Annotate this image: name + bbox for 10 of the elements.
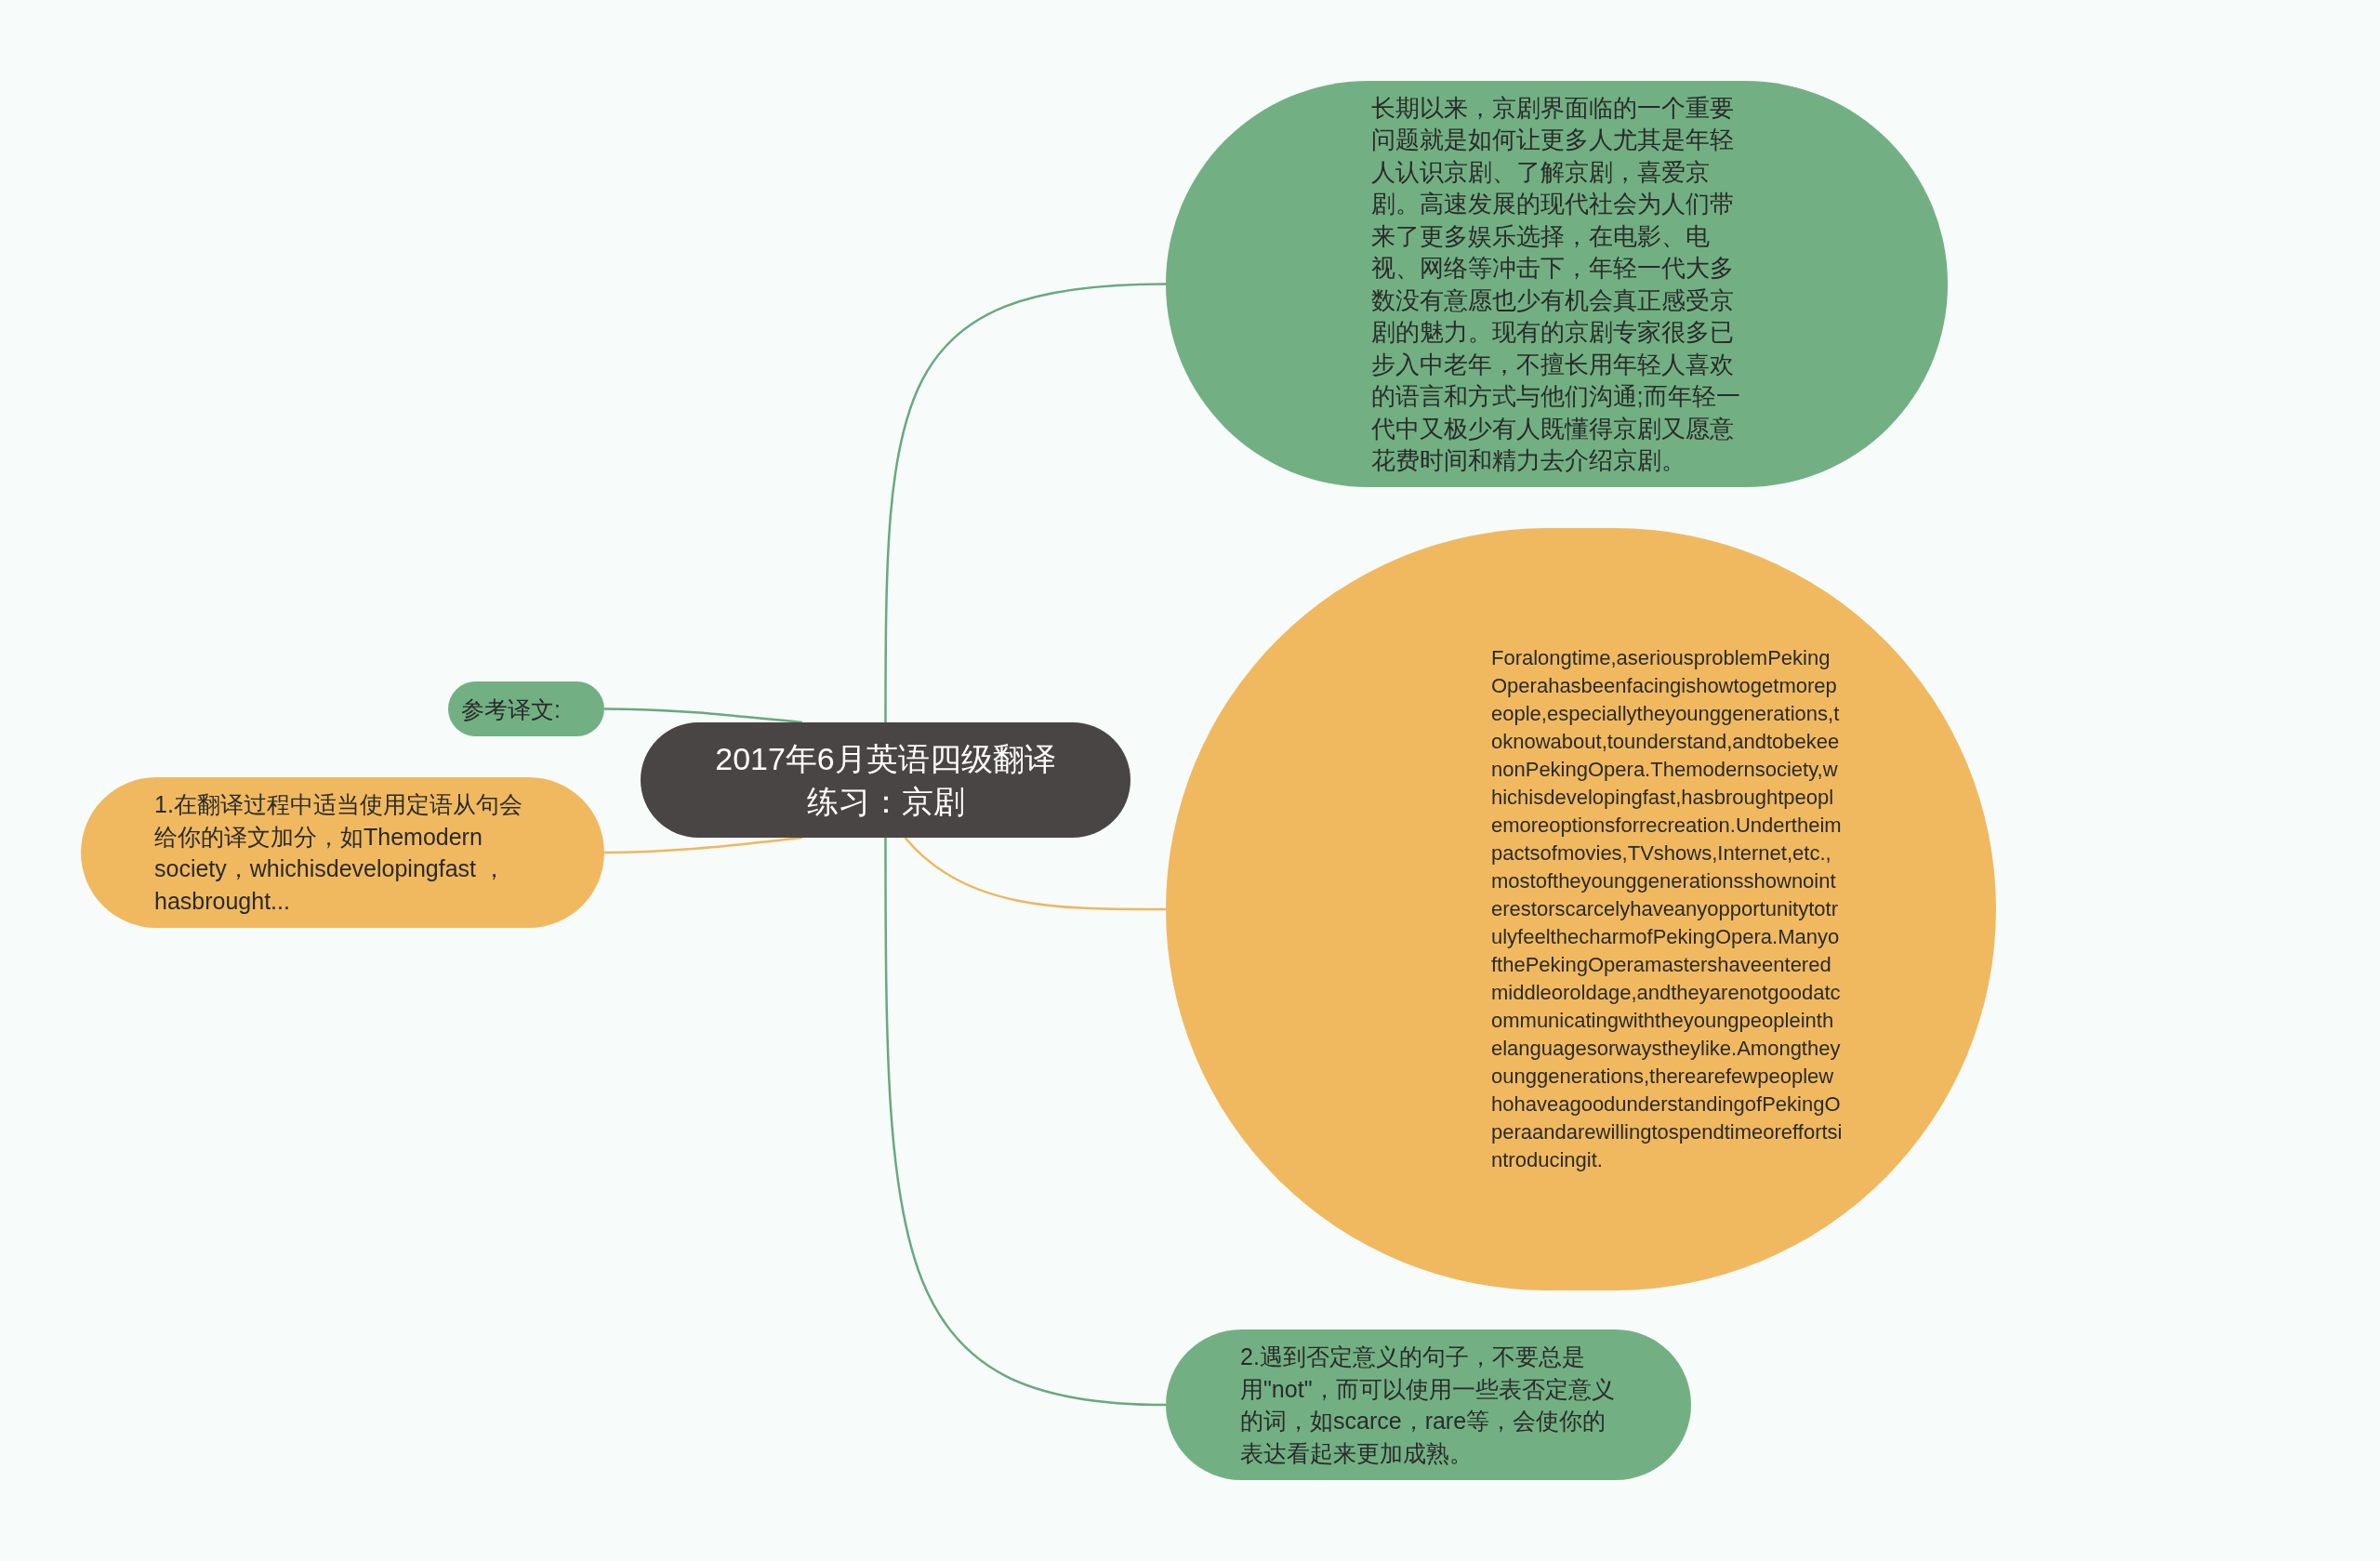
connector-line: [604, 708, 803, 724]
topic-title: 2017年6月英语四级翻译练习：京剧: [714, 740, 1057, 821]
node-text: 1.在翻译过程中适当使用定语从句会给你的译文加分，如Themodern society，whichisdevelopingfast ，hasbrought...: [154, 790, 523, 916]
connector-line: [604, 836, 803, 854]
node-text: Foralongtime,aseriousproblemPekingOperahasbeenfacingishowtogetmorepeople,especiallytheyounggenerations,toknowabout,tounderstand,andtobekeenonPekingOpera.Themodernsociety,whichisdevelopingfast,hasbroughtpeoplemoreoptionsforrecreation.Undertheimpactsofmovies,TVshows,Internet,etc.,mostoftheyounggenerationsshownointerestorscarcelyhaveanyopportunitytotrulyfeelthecharmofPekingOpera.ManyofthePekingOperamastershaveenteredmiddleoroldage,andtheyarenotgoodatcommunicatingwiththeyoungpeopleinthelanguagesorwaystheylike.Amongtheyounggenerations,therearefewpeoplewhohaveagoodunderstandingofPekingOperaandarewillingtospendtimeoreffortsintroducingit.: [1491, 645, 1844, 1173]
connector-line: [884, 283, 1167, 722]
connector-line: [904, 837, 1166, 911]
node-text: 2.遇到否定意义的句子，不要总是用"not"，而可以使用一些表否定意义的词，如scarce，rare等，会使你的表达看起来更加成熟。: [1240, 1343, 1616, 1468]
node-text: 长期以来，京剧界面临的一个重要问题就是如何让更多人尤其是年轻人认识京剧、了解京剧，喜爱京剧。高速发展的现代社会为人们带来了更多娱乐选择，在电影、电视、网络等冲击下，年轻一代大多数没有意愿也少有机会真正感受京剧的魅力。现有的京剧专家很多已步入中老年，不擅长用年轻人喜欢的语言和方式与他们沟通;而年轻一代中又极少有人既懂得京剧又愿意花费时间和精力去介绍京剧。: [1370, 93, 1741, 475]
node-text: 参考译文:: [461, 695, 562, 724]
